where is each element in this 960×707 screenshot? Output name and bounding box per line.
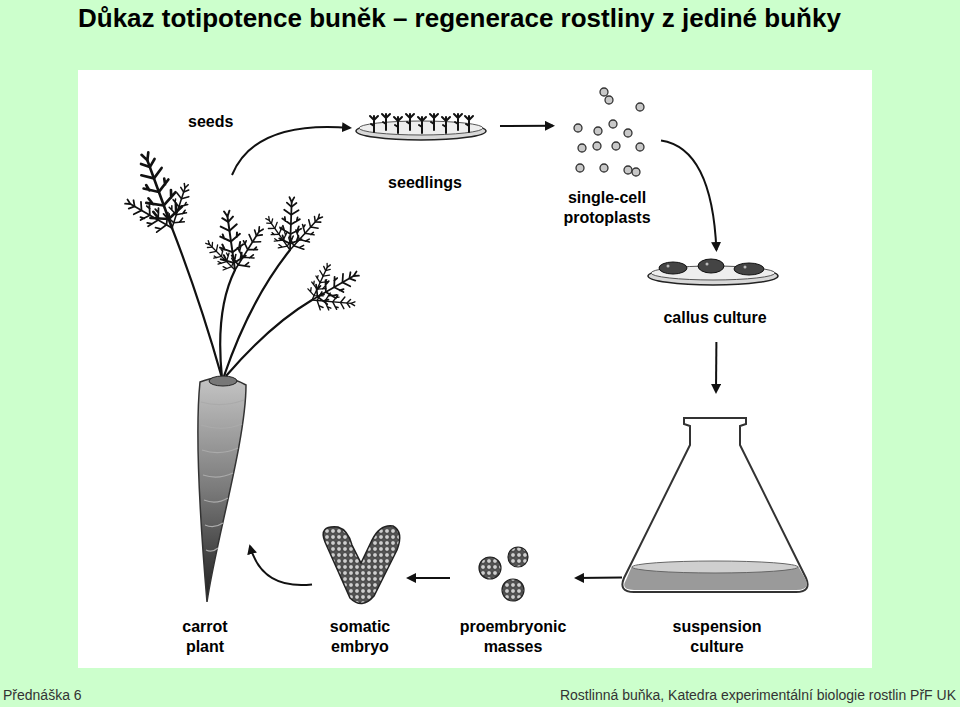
flow-arrow [715,342,717,392]
callus-dish [648,259,778,285]
carrot-crown [209,376,237,386]
stage-label: somatic embryo [315,617,405,657]
slide-title: Důkaz totipotence buněk – regenerace ros… [78,3,841,34]
seedlings-dish [356,114,486,140]
stage-node: seedlings [350,105,500,193]
stage-label: carrot plant [162,617,248,657]
carrot-root [198,378,246,602]
flow-arrow [500,125,553,127]
protoplast-cells [574,88,644,176]
stage-label: proembryonic masses [451,617,575,657]
stage-label: suspension culture [662,617,772,657]
root-rings [201,400,244,551]
edge-label: seeds [188,112,233,132]
footer-text: Přednáška 6 [3,687,82,703]
stage-node: proembryonic masses [450,540,576,657]
flow-arrow [661,140,716,250]
stage-label: single-cell protoplasts [555,188,659,228]
flask [622,418,807,592]
flow-arrow [576,577,622,580]
stage-label: callus culture [663,308,766,328]
stage-node: single-cell protoplasts [553,82,661,228]
flow-arrow [232,127,350,175]
stage-node: callus culture [645,250,785,342]
proembryonic-blobs [479,547,528,601]
somatic-embryo-figure [323,526,400,604]
flow-arrow [250,546,312,585]
stage-node: suspension culture [622,392,812,657]
carrot-stems [172,228,312,378]
stage-node: somatic embryo [312,520,408,657]
stage-label: seedlings [388,173,462,193]
footer-text: Rostlinná buňka, Katedra experimentální … [560,687,956,703]
stage-node: carrot plant [160,175,250,657]
flow-arrow [408,577,450,579]
carrot-leaves [121,148,364,313]
